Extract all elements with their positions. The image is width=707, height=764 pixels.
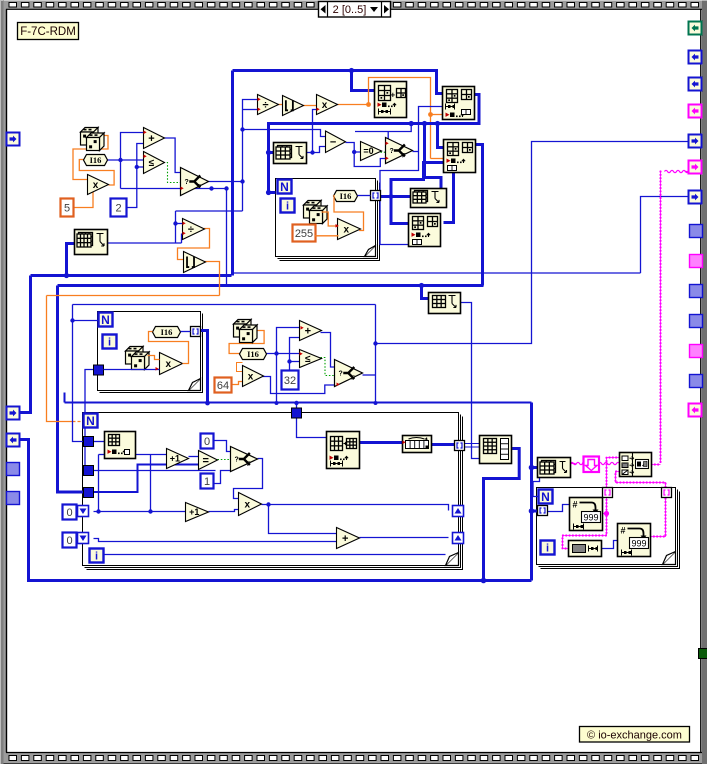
svg-text:F: F [402,154,406,160]
svg-text:32: 32 [284,375,296,387]
svg-text:64: 64 [217,380,229,392]
svg-text:x: x [93,180,99,191]
svg-text:+1: +1 [189,507,199,517]
svg-text:N: N [541,490,550,504]
svg-text:−: − [330,137,336,149]
svg-text:I16: I16 [340,191,352,201]
svg-text:F: F [351,376,355,382]
svg-text:N: N [280,180,289,194]
svg-text:i: i [286,201,289,213]
svg-text:?: ? [235,457,239,464]
svg-text:i: i [108,337,111,349]
svg-text:F: F [197,185,201,191]
svg-text:x: x [165,359,171,370]
svg-text:1: 1 [204,476,210,488]
svg-text:0: 0 [66,535,72,547]
svg-text:2: 2 [115,202,121,214]
svg-text:÷: ÷ [188,224,194,236]
svg-text:+: + [148,133,154,145]
svg-text:I16: I16 [90,155,102,165]
svg-text:+1: +1 [170,454,180,464]
svg-text:0: 0 [204,436,210,448]
svg-text:N: N [86,414,95,428]
svg-text:x: x [322,100,328,111]
svg-text:N: N [101,313,110,327]
svg-text:+: + [342,533,348,545]
svg-text:i: i [546,543,549,555]
svg-text:≤: ≤ [149,158,155,169]
svg-text:≤: ≤ [305,354,311,365]
svg-text:=: = [203,455,209,467]
svg-text:I16: I16 [247,349,259,359]
svg-text:x: x [343,225,349,236]
svg-text:#: # [621,526,626,536]
svg-text:?: ? [185,179,189,186]
svg-text:5: 5 [64,202,70,214]
svg-text:#: # [573,500,578,510]
svg-text:F-7C-RDM: F-7C-RDM [20,26,76,38]
svg-text:255: 255 [295,228,313,240]
svg-text:F: F [247,462,251,468]
svg-text:?: ? [390,148,394,155]
svg-text:?: ? [339,371,343,378]
svg-text:© io-exchange.com: © io-exchange.com [587,729,682,741]
svg-text:÷: ÷ [262,99,268,111]
svg-text:0: 0 [66,507,72,519]
svg-text:x: x [248,372,254,383]
svg-text:=0: =0 [363,146,373,156]
svg-text:999: 999 [631,539,646,549]
svg-text:i: i [95,551,98,563]
svg-text:999: 999 [583,513,598,523]
svg-text:x: x [244,500,250,511]
svg-text:+: + [391,91,396,100]
svg-text:+: + [305,325,311,337]
svg-text:I16: I16 [161,327,173,337]
svg-text:2 [0..5]: 2 [0..5] [333,4,367,16]
